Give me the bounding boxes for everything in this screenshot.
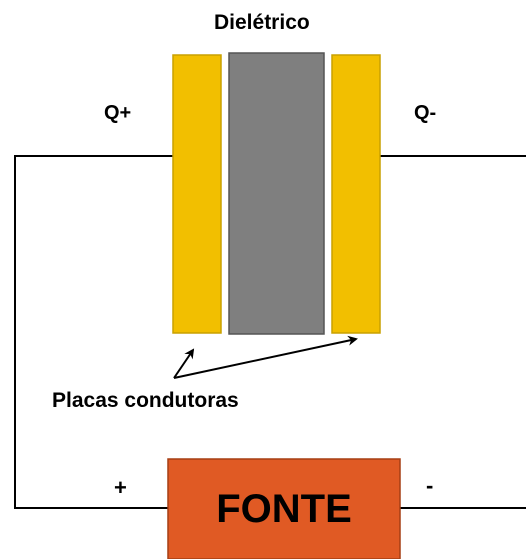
positive-terminal-label: + <box>114 475 127 500</box>
dielectric-label: Dielétrico <box>214 11 310 34</box>
arrow-to-left-plate-icon <box>173 348 195 379</box>
right-conductive-plate <box>331 54 381 334</box>
positive-charge-label: Q+ <box>104 102 132 124</box>
arrow-to-right-plate-icon <box>173 335 358 379</box>
power-source-box <box>167 458 401 559</box>
left-conductive-plate <box>172 54 222 334</box>
wire-left <box>14 155 173 509</box>
dielectric-block <box>228 52 325 335</box>
negative-charge-label: Q- <box>414 102 437 124</box>
negative-terminal-label: - <box>426 473 434 498</box>
conductive-plates-label: Placas condutoras <box>52 389 239 412</box>
power-source-label: FONTE <box>216 487 352 531</box>
